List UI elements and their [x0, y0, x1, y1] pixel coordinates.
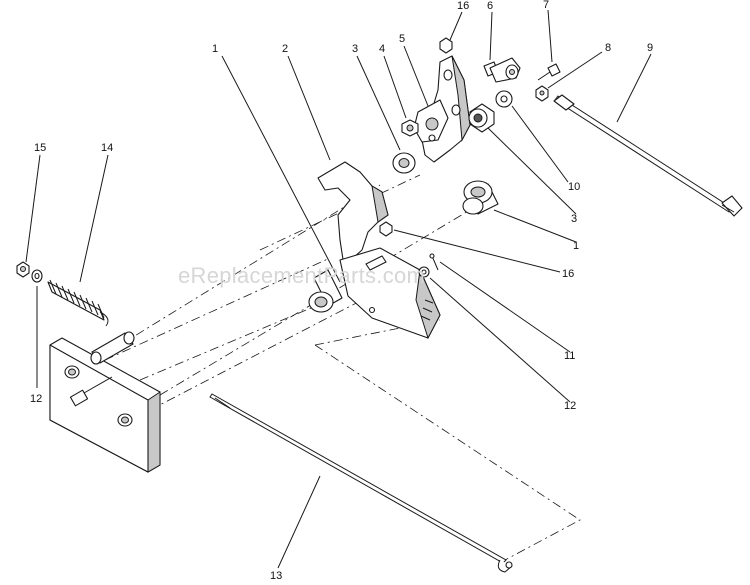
callout-12-right: 12 — [564, 400, 576, 412]
callout-16-mid: 16 — [562, 268, 574, 280]
bushing-1-upper — [462, 180, 499, 215]
spacer-3-right — [468, 103, 495, 133]
nut-16-top — [439, 37, 453, 54]
spring-14 — [47, 279, 109, 327]
rod-9 — [553, 94, 743, 217]
washer-12-mid — [418, 266, 430, 278]
mounting-plate — [49, 331, 161, 473]
callout-7: 7 — [543, 0, 549, 11]
callout-11: 11 — [564, 350, 575, 362]
callout-16-top: 16 — [457, 0, 469, 12]
callout-13: 13 — [270, 570, 282, 582]
callout-15: 15 — [34, 142, 46, 154]
spacer-3-upper — [392, 152, 416, 174]
callout-8: 8 — [605, 42, 611, 54]
rod-13 — [209, 393, 513, 573]
lever-2 — [317, 161, 441, 340]
nut-16-mid — [379, 221, 393, 237]
bracket-5 — [413, 55, 471, 163]
nut-15-washer-12 — [16, 261, 43, 283]
swivel-6 — [483, 57, 521, 83]
callout-1-top: 1 — [212, 43, 218, 55]
watermark: eReplacementParts.com — [178, 263, 425, 288]
callout-4: 4 — [379, 43, 385, 55]
callout-6: 6 — [487, 0, 493, 12]
callout-10: 10 — [568, 181, 580, 193]
pin-11 — [429, 253, 439, 271]
washer-10 — [495, 90, 513, 108]
screw-7 — [537, 63, 561, 81]
bushing-1-lower — [308, 269, 343, 313]
callout-5: 5 — [399, 33, 405, 45]
callout-3-top: 3 — [352, 43, 358, 55]
callout-labels: 1 2 3 4 5 16 6 7 8 9 10 3 1 16 11 12 15 … — [30, 0, 653, 582]
callout-12-left: 12 — [30, 393, 42, 405]
callout-9: 9 — [647, 42, 653, 54]
callout-14: 14 — [101, 142, 113, 154]
nut-8 — [535, 85, 549, 102]
callout-1-right: 1 — [573, 240, 579, 252]
nut-4 — [401, 119, 419, 137]
callout-3-right: 3 — [571, 213, 577, 225]
callout-2: 2 — [282, 43, 288, 55]
callout-leaders — [25, 9, 652, 569]
